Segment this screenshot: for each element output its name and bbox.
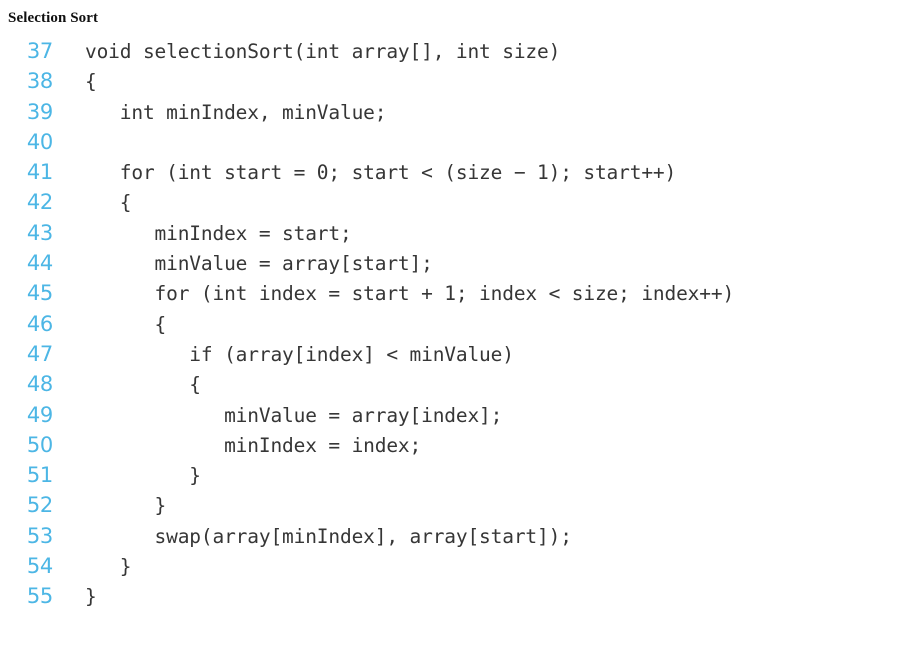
code-text: swap(array[minIndex], array[start]);	[85, 524, 572, 548]
line-number: 53	[26, 523, 53, 548]
listing-caption: Selection Sort	[8, 10, 99, 26]
code-line: 44 minValue = array[start];	[0, 248, 911, 278]
code-line: 43 minIndex = start;	[0, 218, 911, 248]
code-text: for (int index = start + 1; index < size…	[85, 282, 735, 306]
code-text: {	[85, 191, 132, 215]
code-line: 51 }	[0, 460, 911, 490]
line-number: 48	[26, 372, 53, 397]
line-number: 42	[26, 190, 53, 215]
code-text: minValue = array[index];	[85, 403, 503, 427]
line-number: 45	[26, 281, 53, 306]
line-number: 37	[26, 39, 53, 63]
line-number: 40	[26, 129, 53, 154]
code-text: }	[85, 494, 167, 518]
line-number: 50	[26, 432, 53, 457]
code-text: minIndex = index;	[85, 433, 422, 457]
line-number: 46	[26, 311, 53, 336]
code-line: 39 int minIndex, minValue;	[0, 97, 911, 127]
line-number: 38	[26, 69, 53, 94]
code-text: if (array[index] < minValue)	[85, 342, 514, 366]
line-number: 52	[26, 493, 53, 518]
code-line: 37 void selectionSort(int array[], int si…	[0, 36, 911, 66]
code-listing: 37 void selectionSort(int array[], int si…	[0, 36, 911, 612]
line-number: 51	[26, 463, 53, 488]
code-line: 54 }	[0, 551, 911, 581]
code-line: 55}	[0, 581, 911, 611]
line-number: 41	[26, 160, 53, 185]
line-number: 39	[26, 99, 53, 124]
line-number: 43	[26, 220, 53, 245]
code-line: 41 for (int start = 0; start < (size − 1…	[0, 157, 911, 187]
line-number: 55	[26, 584, 53, 609]
line-number: 54	[26, 554, 53, 579]
code-text: minValue = array[start];	[85, 252, 433, 276]
line-number: 47	[26, 341, 53, 366]
code-line: 38 {	[0, 66, 911, 96]
code-line: 52 }	[0, 490, 911, 520]
line-number: 49	[26, 402, 53, 427]
code-text: {	[85, 373, 201, 397]
code-text: }	[85, 464, 201, 488]
code-line: 46 {	[0, 309, 911, 339]
code-text: {	[85, 70, 97, 94]
code-text: for (int start = 0; start < (size − 1); …	[85, 161, 677, 185]
code-line: 42 {	[0, 187, 911, 217]
code-line: 47 if (array[index] < minValue)	[0, 339, 911, 369]
code-line: 48 {	[0, 369, 911, 399]
code-text: }	[85, 555, 132, 579]
code-text: int minIndex, minValue;	[85, 100, 387, 124]
code-text: void selectionSort(int array[], int size…	[85, 40, 561, 63]
code-line: 50 minIndex = index;	[0, 430, 911, 460]
code-line: 40	[0, 127, 911, 157]
code-text: minIndex = start;	[85, 221, 352, 245]
line-number: 44	[26, 251, 53, 276]
code-text: }	[85, 585, 97, 609]
code-line: 45 for (int index = start + 1; index < s…	[0, 278, 911, 308]
code-line: 49 minValue = array[index];	[0, 400, 911, 430]
code-line: 53 swap(array[minIndex], array[start]);	[0, 521, 911, 551]
code-text: {	[85, 312, 167, 336]
